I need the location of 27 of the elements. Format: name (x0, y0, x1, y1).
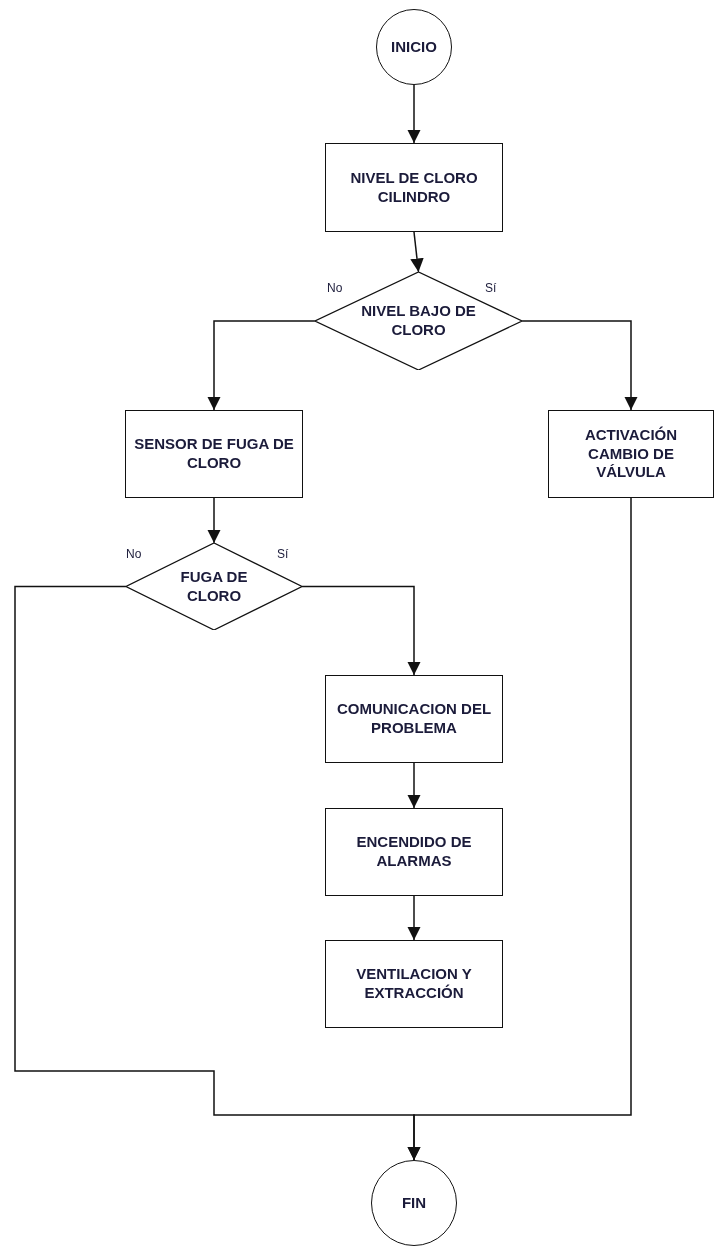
process-box (548, 410, 714, 498)
node-text: VENTILACION Y EXTRACCIÓN (355, 965, 473, 1003)
node-text: ACTIVACIÓN CAMBIO DE VÁLVULA (583, 425, 679, 483)
node-text: FUGA DE CLORO (179, 567, 249, 606)
node-text: NIVEL DE CLORO CILINDRO (349, 168, 479, 207)
process-box (325, 675, 503, 763)
process-box (125, 410, 303, 498)
node-text: SENSOR DE FUGA DE CLORO (133, 435, 295, 473)
node-text: ENCENDIDO DE ALARMAS (355, 833, 473, 871)
arrow (407, 497, 632, 1161)
node-text: COMUNICACION DEL PROBLEMA (335, 700, 493, 738)
arrow (410, 231, 424, 273)
arrow (207, 320, 316, 411)
arrow (407, 762, 421, 809)
arrow (301, 585, 421, 676)
node-text: INICIO (391, 37, 437, 57)
node-text: NIVEL BAJO DE CLORO (360, 302, 477, 340)
decision-diamond (315, 272, 522, 370)
node-text: FIN (401, 1193, 427, 1213)
arrow (521, 320, 638, 411)
arrow (207, 497, 221, 544)
process-box (325, 940, 503, 1028)
arrow (407, 895, 421, 941)
process-box (325, 143, 503, 232)
decision-diamond (126, 543, 302, 630)
process-box (325, 808, 503, 896)
arrow (407, 84, 421, 144)
